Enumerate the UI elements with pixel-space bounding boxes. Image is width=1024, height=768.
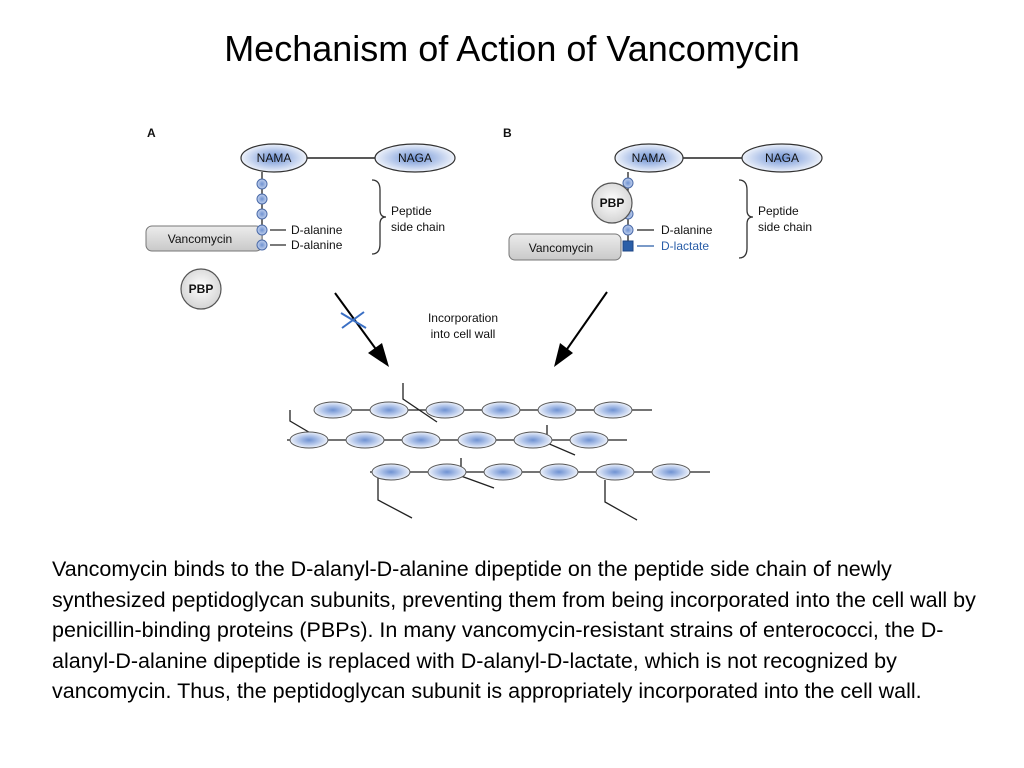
panel-b-pbp-label: PBP	[600, 196, 625, 210]
panel-a-nama-label: NAMA	[257, 151, 292, 165]
panel-a-vancomycin-box	[145, 225, 263, 252]
lattice-crosslink	[604, 480, 638, 521]
incorporation-arrow-head	[554, 343, 573, 367]
lattice-sugar-oval	[371, 463, 411, 481]
panel-a-nama-oval	[240, 143, 308, 173]
lattice-crosslink	[377, 478, 413, 519]
panel-a-pbp-circle	[180, 268, 222, 310]
lattice-sugar-oval	[651, 463, 691, 481]
lattice-sugar-oval	[313, 401, 353, 419]
lattice-sugar-oval	[427, 463, 467, 481]
lattice-sugar-oval	[483, 463, 523, 481]
lattice-sugar-oval	[595, 463, 635, 481]
lattice-sugar-oval	[539, 463, 579, 481]
panel-a-naga-oval	[374, 143, 456, 173]
lattice-sugar-oval	[593, 401, 633, 419]
panel-b-side-chain-brace	[738, 179, 754, 259]
panel-b-naga-label: NAGA	[765, 151, 799, 165]
panel-b-naga-oval	[741, 143, 823, 173]
caption: Vancomycin binds to the D-alanyl-D-alani…	[52, 554, 1002, 707]
lattice-sugar-oval	[401, 431, 441, 449]
panel-a-side-chain-brace	[371, 179, 387, 255]
incorporation-label-line2: into cell wall	[431, 327, 496, 341]
panel-b-dala-bead	[622, 224, 634, 236]
lattice-sugar-oval	[289, 431, 329, 449]
lattice-sugar-oval	[345, 431, 385, 449]
panel-b-nama-label: NAMA	[632, 151, 667, 165]
panel-b-residue-1: D-alanine	[661, 223, 713, 237]
block-cross-mark	[341, 311, 365, 329]
panel-b-pbp-circle	[591, 182, 633, 224]
panel-a-peptide-bead	[256, 193, 268, 205]
lattice-sugar-oval	[537, 401, 577, 419]
lattice-sugar-oval	[481, 401, 521, 419]
incorporation-arrow-shaft	[564, 291, 608, 353]
caption-text: Vancomycin binds to the D-alanyl-D-alani…	[52, 557, 976, 703]
panel-a-letter: A	[147, 126, 156, 140]
panel-a-side-chain-line1: Peptide	[391, 204, 432, 218]
slide-title: Mechanism of Action of Vancomycin	[224, 28, 800, 69]
lattice-sugar-oval	[369, 401, 409, 419]
lattice-sugar-oval	[513, 431, 553, 449]
panel-b-dlactate-square	[622, 240, 634, 252]
incorporation-arrows: Incorporation into cell wall	[334, 291, 608, 367]
mechanism-diagram: A NAMA NAGA Vancomycin D-alanine D-alani…	[145, 126, 823, 521]
lattice-crosslink	[402, 383, 438, 423]
panel-b-peptide-bead	[622, 177, 634, 189]
panel-b-vancomycin-label: Vancomycin	[529, 241, 593, 255]
panel-a-dala-bead-1	[256, 224, 268, 236]
panel-a-residue-2: D-alanine	[291, 238, 343, 252]
panel-a-side-chain-line2: side chain	[391, 220, 445, 234]
panel-b: B NAMA NAGA PBP Vancomycin D-alanine D-l…	[503, 126, 823, 261]
panel-a: A NAMA NAGA Vancomycin D-alanine D-alani…	[145, 126, 456, 310]
lattice-sugar-oval	[569, 431, 609, 449]
panel-a-pbp-label: PBP	[189, 282, 214, 296]
lattice-sugar-oval	[425, 401, 465, 419]
panel-a-peptide-bead	[256, 178, 268, 190]
panel-a-peptide-bead	[256, 208, 268, 220]
panel-b-letter: B	[503, 126, 512, 140]
panel-a-vancomycin-label: Vancomycin	[168, 232, 232, 246]
blocked-arrow-head	[368, 343, 389, 367]
lattice-sugar-oval	[457, 431, 497, 449]
panel-b-side-chain-line2: side chain	[758, 220, 812, 234]
panel-b-residue-2: D-lactate	[661, 239, 709, 253]
lattice-sugar-units	[289, 401, 691, 481]
panel-b-nama-oval	[614, 143, 684, 173]
panel-b-side-chain-line1: Peptide	[758, 204, 799, 218]
panel-b-vancomycin-box	[508, 233, 622, 261]
panel-a-residue-1: D-alanine	[291, 223, 343, 237]
panel-a-dala-bead-2	[256, 239, 268, 251]
panel-a-naga-label: NAGA	[398, 151, 432, 165]
incorporation-label-line1: Incorporation	[428, 311, 498, 325]
